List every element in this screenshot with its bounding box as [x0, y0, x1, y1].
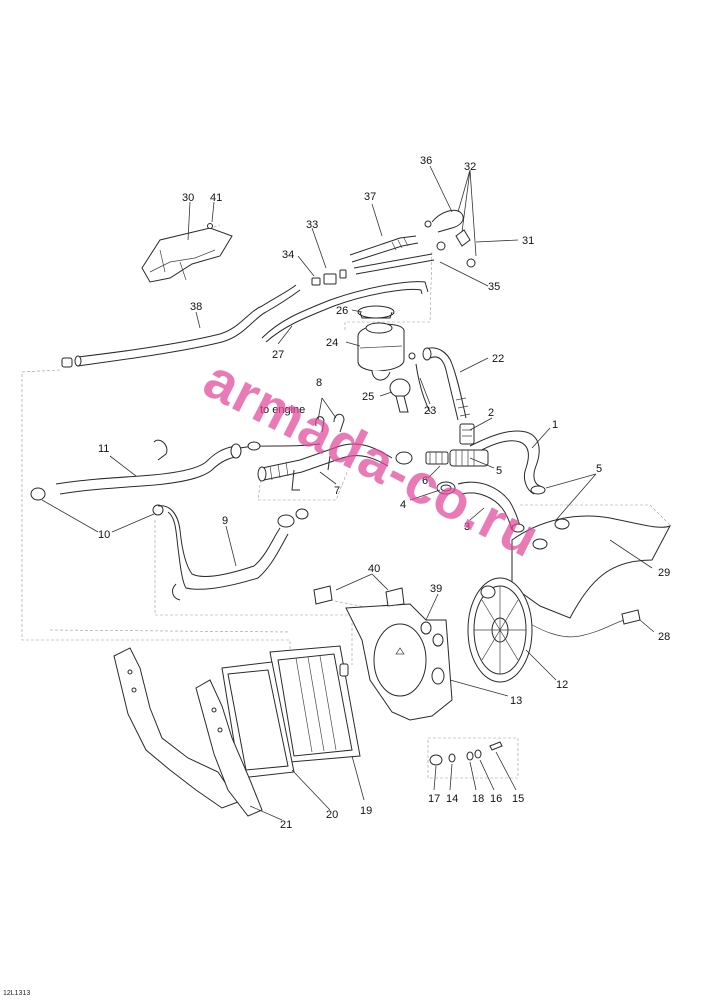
callout-39: 39 — [430, 583, 442, 595]
part-2-connector — [459, 423, 475, 445]
callout-37: 37 — [364, 191, 376, 203]
callout-5b: 5 — [596, 463, 602, 475]
callout-30: 30 — [182, 192, 194, 204]
part-21-side-panels — [113, 647, 263, 817]
part-37-hose — [349, 235, 419, 263]
to-engine-note: to engine — [260, 404, 305, 416]
callout-36: 36 — [420, 155, 432, 167]
callout-31: 31 — [522, 235, 534, 247]
part-38-long-hose — [61, 284, 301, 368]
leader-lines — [41, 165, 655, 821]
callout-13: 13 — [510, 695, 522, 707]
callout-2: 2 — [488, 407, 494, 419]
callout-23: 23 — [424, 405, 436, 417]
callout-numbers: 1 2 3 4 5 5 6 7 8 9 10 11 12 13 14 15 16… — [3, 155, 670, 997]
callout-16: 16 — [490, 793, 502, 805]
part-28-sensor-wire — [519, 609, 641, 638]
part-26-pressure-cap — [357, 305, 395, 319]
callout-24: 24 — [326, 337, 338, 349]
part-17-nut — [429, 754, 443, 766]
callout-11: 11 — [98, 443, 109, 455]
callout-8: 8 — [316, 377, 322, 389]
part-30-deflector-bracket — [141, 223, 233, 283]
callout-14: 14 — [446, 793, 458, 805]
part-6-hose-connector — [425, 449, 489, 467]
callout-18: 18 — [472, 793, 484, 805]
callout-10: 10 — [98, 529, 110, 541]
part-9-hose — [157, 505, 309, 601]
callout-6: 6 — [422, 475, 428, 487]
callout-26: 26 — [336, 305, 348, 317]
part-12-cooling-fan — [467, 577, 533, 683]
part-41-screw — [207, 223, 213, 229]
part-16-grommet — [474, 749, 482, 759]
hardware-14-18 — [429, 741, 503, 766]
callout-38: 38 — [190, 301, 202, 313]
part-11-hose — [55, 439, 242, 495]
part-20-radiator-frame — [221, 661, 295, 779]
part-3-hose — [457, 481, 525, 533]
callout-41: 41 — [210, 192, 222, 204]
part-19-radiator — [269, 645, 361, 763]
callout-9: 9 — [222, 515, 228, 527]
callout-27: 27 — [272, 349, 284, 361]
callout-29: 29 — [658, 567, 670, 579]
callout-5a: 5 — [496, 465, 502, 477]
watermark-text: armada-co.ru — [195, 347, 550, 570]
part-25-reservoir-bracket — [389, 378, 411, 413]
part-29-deflector — [511, 515, 672, 619]
part-40-brackets — [313, 585, 405, 607]
callout-15: 15 — [512, 793, 524, 805]
callout-21: 21 — [280, 819, 292, 831]
part-15-screw — [489, 741, 503, 751]
part-18-washer — [466, 751, 474, 761]
part-13-fan-shroud — [345, 603, 453, 721]
part-10-clamps — [30, 487, 164, 516]
part-23-hose-small — [415, 363, 431, 413]
part-39-grommets — [420, 621, 444, 647]
part-24-coolant-reservoir — [357, 322, 416, 381]
callout-19: 19 — [360, 805, 372, 817]
callout-17: 17 — [428, 793, 440, 805]
callout-3: 3 — [464, 521, 470, 533]
callout-22: 22 — [492, 353, 504, 365]
callout-35: 35 — [488, 281, 500, 293]
callout-28: 28 — [658, 631, 670, 643]
callout-7: 7 — [334, 485, 340, 497]
part-7-hose-assembly — [239, 441, 413, 491]
callout-1: 1 — [552, 419, 558, 431]
part-35-hose — [353, 253, 435, 275]
callout-33: 33 — [306, 219, 318, 231]
callout-25: 25 — [362, 391, 374, 403]
callout-12: 12 — [556, 679, 568, 691]
callout-32: 32 — [464, 161, 476, 173]
callout-40: 40 — [368, 563, 380, 575]
part-27-hose — [261, 281, 429, 343]
part-33-34-fitting — [311, 269, 347, 286]
callout-4: 4 — [400, 499, 406, 511]
hose-clamp — [61, 357, 73, 368]
part-36-32-31-fittings — [424, 209, 476, 268]
figure-code: 12L1313 — [3, 990, 30, 997]
callout-20: 20 — [326, 809, 338, 821]
part-1-hose — [469, 430, 546, 495]
part-22-hose — [422, 347, 471, 421]
part-8-clamps — [315, 413, 345, 433]
part-4-clamp — [436, 481, 456, 495]
callout-34: 34 — [282, 249, 294, 261]
part-14-washer — [448, 753, 456, 763]
